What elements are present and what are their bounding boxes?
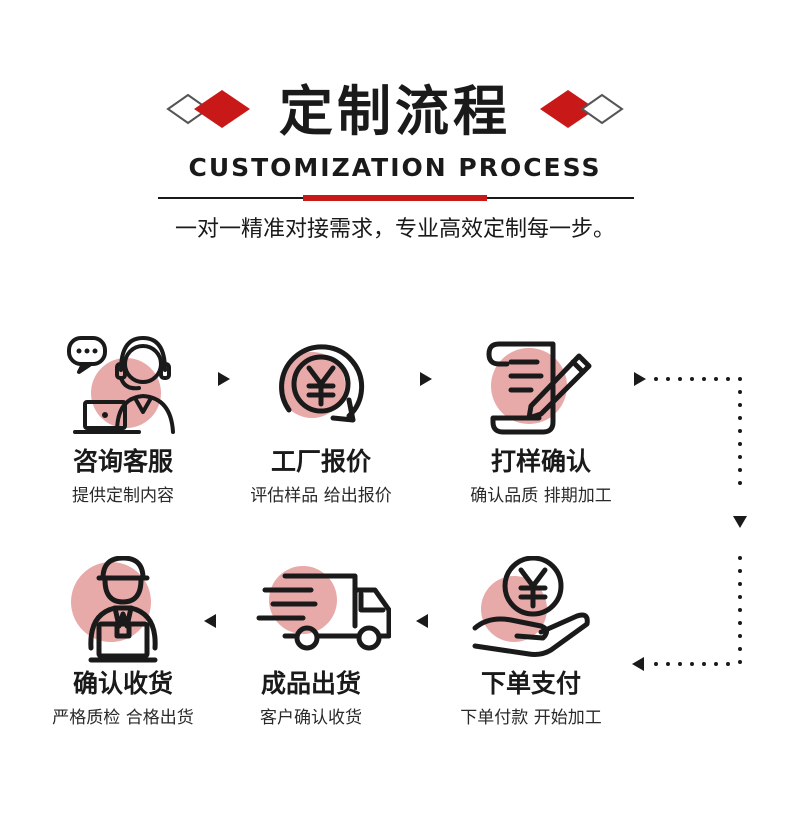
page-subtitle: CUSTOMIZATION PROCESS: [188, 153, 602, 182]
yen-hand-icon: [472, 556, 590, 657]
right-diamond-decoration: [540, 90, 624, 128]
process-step-pay: 下单支付 下单付款 开始加工: [446, 556, 616, 766]
arrow-left-icon: [632, 657, 644, 671]
arrow-left-icon: [416, 614, 428, 628]
arrow-down-icon: [733, 516, 747, 528]
process-step-sample: 打样确认 确认品质 排期加工: [456, 334, 626, 544]
arrow-right-icon: [420, 372, 432, 386]
arrow-right-icon: [218, 372, 230, 386]
flow-connector-dotted: [654, 377, 742, 666]
process-step-ship: 成品出货 客户确认收货: [226, 556, 396, 766]
process-step-consult: 咨询客服 提供定制内容: [38, 334, 208, 544]
step-name: 打样确认: [490, 447, 591, 476]
step-name: 咨询客服: [72, 447, 173, 476]
step-description: 确认品质 排期加工: [470, 486, 612, 506]
delivery-truck-icon: [256, 573, 391, 651]
tagline: 一对一精准对接需求，专业高效定制每一步。: [174, 217, 615, 242]
title-divider-accent: [303, 195, 487, 201]
process-step-receive: 确认收货 严格质检 合格出货: [38, 556, 208, 766]
arrow-right-icon: [634, 372, 646, 386]
left-diamond-decoration: [166, 90, 250, 128]
step-name: 成品出货: [260, 669, 361, 698]
page-title: 定制流程: [279, 80, 511, 143]
step-name: 下单支付: [480, 669, 581, 698]
customer-service-icon: [67, 336, 175, 434]
step-name: 确认收货: [72, 669, 173, 698]
process-step-quote: 工厂报价 评估样品 给出报价: [236, 334, 406, 544]
step-description: 提供定制内容: [72, 486, 174, 506]
step-description: 客户确认收货: [260, 708, 362, 728]
arrow-left-icon: [204, 614, 216, 628]
step-description: 评估样品 给出报价: [250, 486, 392, 506]
step-description: 下单付款 开始加工: [460, 708, 602, 728]
document-pen-icon: [486, 341, 592, 435]
yen-cycle-icon: [279, 344, 365, 423]
step-name: 工厂报价: [270, 447, 371, 476]
delivery-person-icon: [88, 556, 158, 663]
step-description: 严格质检 合格出货: [52, 708, 194, 728]
